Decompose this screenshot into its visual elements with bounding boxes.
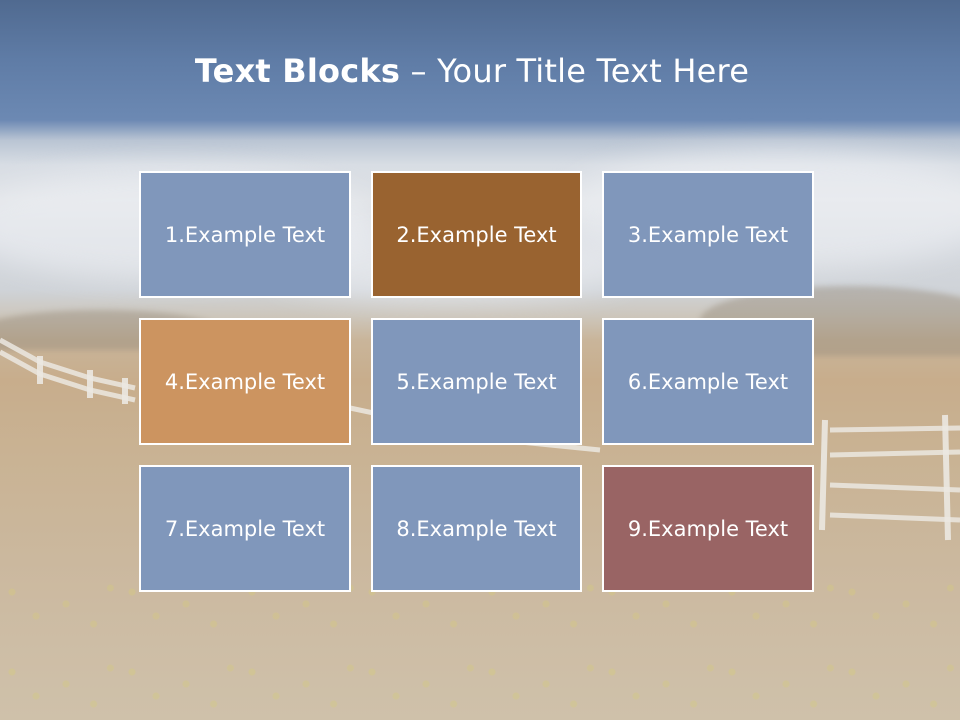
text-blocks-grid: 1.Example Text 2.Example Text 3.Example … xyxy=(139,171,815,593)
text-block-1[interactable]: 1.Example Text xyxy=(139,171,351,298)
text-block-3[interactable]: 3.Example Text xyxy=(602,171,814,298)
slide-title-separator: – xyxy=(400,52,438,90)
text-block-6[interactable]: 6.Example Text xyxy=(602,318,814,445)
text-block-8[interactable]: 8.Example Text xyxy=(371,465,582,592)
text-block-9[interactable]: 9.Example Text xyxy=(602,465,814,592)
text-block-5[interactable]: 5.Example Text xyxy=(371,318,582,445)
slide-title-rest: Your Title Text Here xyxy=(437,52,750,90)
text-block-4[interactable]: 4.Example Text xyxy=(139,318,351,445)
text-block-2[interactable]: 2.Example Text xyxy=(371,171,582,298)
text-block-7[interactable]: 7.Example Text xyxy=(139,465,351,592)
slide-title-bold: Text Blocks xyxy=(194,52,401,90)
slide-title: Text Blocks – Your Title Text Here xyxy=(0,52,944,90)
